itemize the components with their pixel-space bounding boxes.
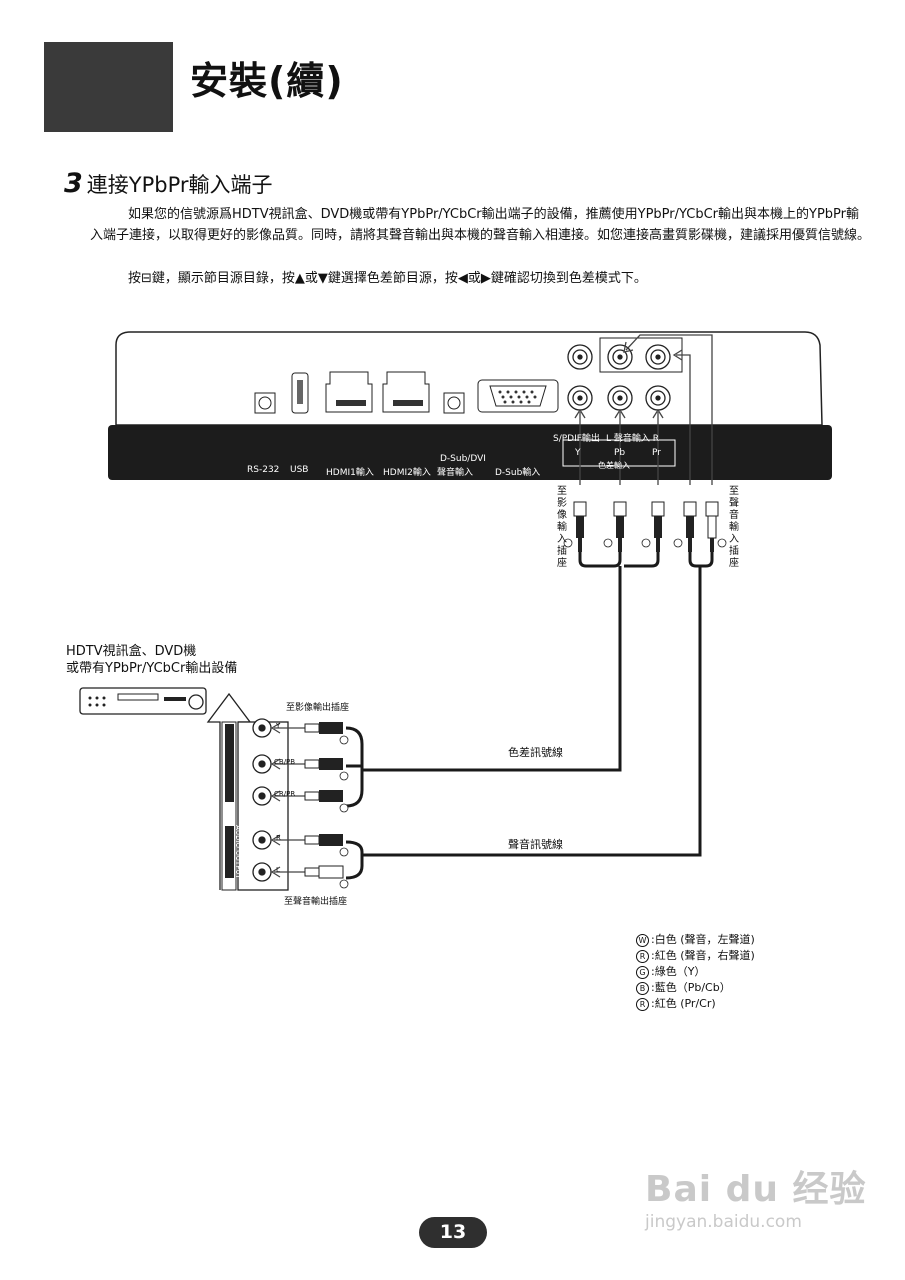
watermark-sub: jingyan.baidu.com	[645, 1212, 802, 1232]
device-side-plugs	[304, 722, 344, 879]
label-component-input: 色差輸入	[598, 461, 630, 470]
label-audio-output: AUDIO OUTPUT	[233, 825, 242, 879]
component-cable-label: 色差訊號線	[508, 746, 563, 759]
instruction-paragraph-1: 如果您的信號源爲HDTV視訊盒、DVD機或帶有YPbPr/YCbCr輸出端子的設…	[90, 204, 870, 246]
jack-label-y: Y	[276, 722, 281, 730]
label-audio-input: 聲音輸入	[437, 468, 474, 478]
rca-jacks	[567, 344, 671, 411]
section-number: 3	[64, 168, 83, 199]
label-dsub-dvi: D-Sub/DVI	[440, 454, 486, 464]
label-hdmi1: HDMI1輸入	[326, 468, 374, 478]
note-to-video-input: 至影像輸入插座	[557, 486, 567, 569]
label-usb: USB	[290, 465, 309, 475]
legend-text: :綠色（Y）	[651, 965, 706, 978]
legend-mark: R	[636, 997, 649, 1011]
legend-text: :紅色 (聲音，右聲道)	[651, 949, 755, 962]
label-pb: Pb	[614, 448, 626, 458]
legend-text: :白色 (聲音，左聲道)	[651, 933, 755, 946]
note-video-output: 至影像輸出插座	[286, 703, 350, 713]
jack-label-l: L	[276, 866, 280, 874]
label-component-output: COMPONENT OUTPUT	[241, 723, 250, 801]
para1-text: 如果您的信號源爲HDTV視訊盒、DVD機或帶有YPbPr/YCbCr輸出端子的設…	[90, 207, 871, 243]
section-title: 連接YPbPr輸入端子	[86, 173, 273, 197]
label-rs232: RS-232	[247, 465, 280, 475]
legend-text: :藍色（Pb/Cb）	[651, 981, 731, 994]
legend-item: B:藍色（Pb/Cb）	[636, 980, 755, 996]
cables	[345, 552, 714, 880]
jack-label-r: R	[276, 834, 281, 842]
note-audio-output: 至聲音輸出插座	[284, 897, 348, 907]
legend-item: G:綠色（Y）	[636, 964, 755, 980]
legend-mark: G	[636, 965, 649, 979]
tv-panel-body	[115, 331, 823, 426]
label-audio-lr: L 聲音輸入 R	[606, 434, 659, 444]
color-legend: W:白色 (聲音，左聲道) R:紅色 (聲音，右聲道) G:綠色（Y） B:藍色…	[636, 932, 755, 1012]
jack-label-cr: CR/PR	[274, 790, 296, 798]
label-pr: Pr	[652, 448, 661, 458]
label-hdmi2: HDMI2輸入	[383, 468, 431, 478]
page-title: 安裝(續)	[190, 59, 344, 103]
header-block	[44, 42, 173, 132]
device-caption-line2: 或帶有YPbPr/YCbCr輸出設備	[66, 661, 238, 676]
legend-mark: B	[636, 981, 649, 995]
legend-text: :紅色 (Pr/Cr)	[651, 997, 716, 1010]
legend-item: R:紅色 (聲音，右聲道)	[636, 948, 755, 964]
watermark-main: Bai du 经验	[645, 1169, 867, 1210]
device-caption: HDTV視訊盒、DVD機 或帶有YPbPr/YCbCr輸出設備	[66, 643, 237, 677]
baidu-watermark: Bai du 经验 jingyan.baidu.com	[645, 1160, 867, 1232]
para2-text: 按⊟鍵，顯示節目源目錄，按▲或▼鍵選擇色差節目源，按◀或▶鍵確認切換到色差模式下…	[128, 271, 647, 286]
audio-cable-label: 聲音訊號線	[508, 838, 563, 851]
label-dsub-input: D-Sub輸入	[495, 468, 541, 478]
jack-label-cb: CB/PB	[274, 758, 296, 766]
tv-side-plugs	[573, 501, 719, 552]
label-y: Y	[575, 448, 581, 458]
note-to-audio-input: 至聲音輸入插座	[729, 486, 739, 569]
legend-mark: R	[636, 949, 649, 963]
legend-mark: W	[636, 933, 649, 947]
device-back-panel	[237, 721, 289, 891]
legend-item: W:白色 (聲音，左聲道)	[636, 932, 755, 948]
page-number: 13	[419, 1217, 487, 1248]
device-caption-line1: HDTV視訊盒、DVD機	[66, 644, 197, 659]
dvd-device	[79, 687, 207, 715]
instruction-paragraph-2: 按⊟鍵，顯示節目源目錄，按▲或▼鍵選擇色差節目源，按◀或▶鍵確認切換到色差模式下…	[90, 268, 870, 289]
legend-item: R:紅色 (Pr/Cr)	[636, 996, 755, 1012]
label-spdif: S/PDIF輸出	[553, 434, 600, 444]
